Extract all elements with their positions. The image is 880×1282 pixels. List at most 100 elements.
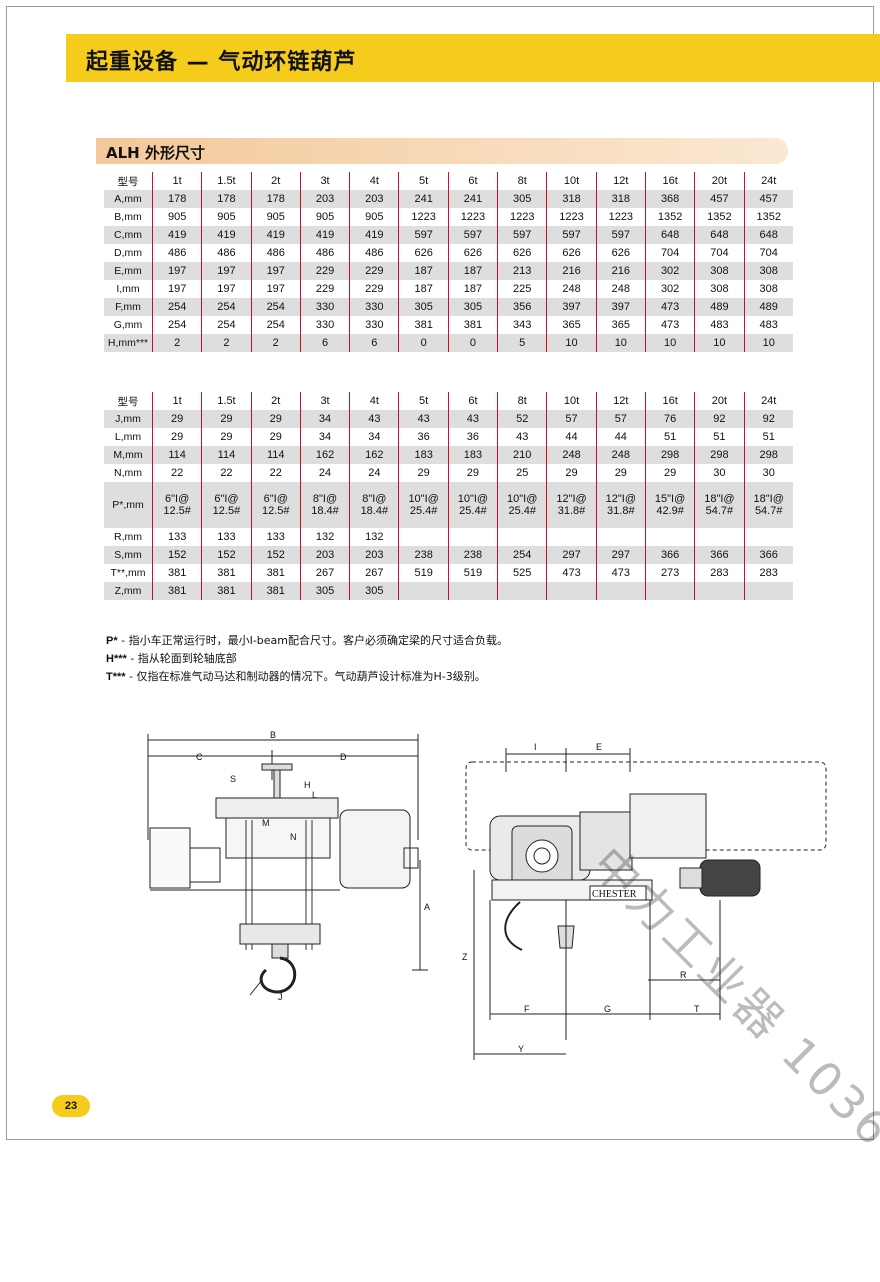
table-cell: 381 xyxy=(202,564,252,582)
brand-plate-label: CHESTER xyxy=(592,889,637,900)
table-cell: 457 xyxy=(695,190,745,208)
table-cell: 486 xyxy=(251,244,301,262)
table-cell: 525 xyxy=(498,564,548,582)
column-header: 1.5t xyxy=(202,172,252,190)
table-cell: 10 xyxy=(596,334,646,352)
table-cell: 648 xyxy=(645,226,696,244)
table-cell: 648 xyxy=(695,226,745,244)
table-cell: 2 xyxy=(251,334,301,352)
table-cell: 381 xyxy=(251,582,301,600)
column-header: 8t xyxy=(498,392,548,410)
section-title: ALH 外形尺寸 xyxy=(106,144,205,162)
table-cell: 187 xyxy=(399,262,449,280)
table-cell: 25 xyxy=(498,464,548,482)
table-cell: 213 xyxy=(498,262,548,280)
table-cell: 597 xyxy=(399,226,449,244)
dim-c-label: C xyxy=(196,752,203,762)
table-cell: 51 xyxy=(645,428,696,446)
table-cell: 597 xyxy=(448,226,499,244)
table-cell: 626 xyxy=(547,244,597,262)
table-cell xyxy=(744,582,793,600)
table-cell: 626 xyxy=(596,244,646,262)
table-cell: 298 xyxy=(695,446,745,464)
table-cell: 12"I@ 31.8# xyxy=(596,482,646,528)
row-label: B,mm xyxy=(104,208,153,226)
table-cell: 216 xyxy=(547,262,597,280)
table-cell xyxy=(498,528,548,546)
table-cell: 8"I@ 18.4# xyxy=(350,482,400,528)
table-cell: 10"I@ 25.4# xyxy=(399,482,449,528)
column-header: 2t xyxy=(251,172,301,190)
table-cell: 1223 xyxy=(399,208,449,226)
table-cell: 381 xyxy=(251,564,301,582)
table-cell: 905 xyxy=(300,208,351,226)
table-cell: 203 xyxy=(300,546,351,564)
row-label: S,mm xyxy=(104,546,153,564)
table-cell: 905 xyxy=(350,208,400,226)
hoist-technical-drawing: B C D S H L M N A J I E R F G T Y Z CHES… xyxy=(147,730,827,1060)
note-p: P* - 指小车正常运行时，最小I-beam配合尺寸。客户必须确定梁的尺寸适合负… xyxy=(106,634,509,647)
table-cell: 43 xyxy=(498,428,548,446)
table-cell: 419 xyxy=(251,226,301,244)
table-cell: 241 xyxy=(399,190,449,208)
table-cell: 29 xyxy=(596,464,646,482)
table-cell: 1223 xyxy=(448,208,499,226)
table-cell: 133 xyxy=(251,528,301,546)
dim-n-label: N xyxy=(290,832,297,842)
table-cell: 905 xyxy=(251,208,301,226)
table-cell: 381 xyxy=(153,582,203,600)
table-cell xyxy=(695,528,745,546)
table-cell: 44 xyxy=(547,428,597,446)
table-cell: 519 xyxy=(399,564,449,582)
table-cell: 51 xyxy=(744,428,793,446)
dim-j-label: J xyxy=(278,992,283,1002)
side-view-drawing xyxy=(147,734,428,996)
table-cell: 197 xyxy=(153,262,203,280)
table-cell: 76 xyxy=(645,410,696,428)
table-cell: 10"I@ 25.4# xyxy=(448,482,499,528)
table-cell: 92 xyxy=(744,410,793,428)
table-cell: 43 xyxy=(448,410,499,428)
row-label: T**,mm xyxy=(104,564,153,582)
table-cell: 29 xyxy=(153,428,203,446)
table-cell: 133 xyxy=(202,528,252,546)
column-header: 10t xyxy=(547,392,597,410)
dim-s-label: S xyxy=(230,774,236,784)
table-cell: 8"I@ 18.4# xyxy=(300,482,351,528)
table-cell: 1352 xyxy=(645,208,696,226)
table-cell: 381 xyxy=(153,564,203,582)
table-cell: 229 xyxy=(350,280,400,298)
table-cell: 30 xyxy=(744,464,793,482)
table-cell: 298 xyxy=(645,446,696,464)
table-cell: 1223 xyxy=(596,208,646,226)
table-cell: 18"I@ 54.7# xyxy=(695,482,745,528)
table-cell: 114 xyxy=(202,446,252,464)
row-label: E,mm xyxy=(104,262,153,280)
page-title: 起重设备 — 气动环链葫芦 xyxy=(86,50,357,75)
row-label: J,mm xyxy=(104,410,153,428)
table-cell: 152 xyxy=(251,546,301,564)
table-cell: 10"I@ 25.4# xyxy=(498,482,548,528)
column-header: 8t xyxy=(498,172,548,190)
table-cell: 24 xyxy=(350,464,400,482)
table-cell: 36 xyxy=(448,428,499,446)
table-cell: 29 xyxy=(448,464,499,482)
table-cell: 2 xyxy=(153,334,203,352)
table-cell: 648 xyxy=(744,226,793,244)
table-cell: 57 xyxy=(596,410,646,428)
table-cell: 366 xyxy=(744,546,793,564)
table-cell: 10 xyxy=(645,334,696,352)
table-cell: 254 xyxy=(202,298,252,316)
page-number: 23 xyxy=(52,1095,90,1117)
table-cell: 241 xyxy=(448,190,499,208)
table-cell: 2 xyxy=(202,334,252,352)
table-cell: 305 xyxy=(498,190,548,208)
table-cell: 178 xyxy=(251,190,301,208)
